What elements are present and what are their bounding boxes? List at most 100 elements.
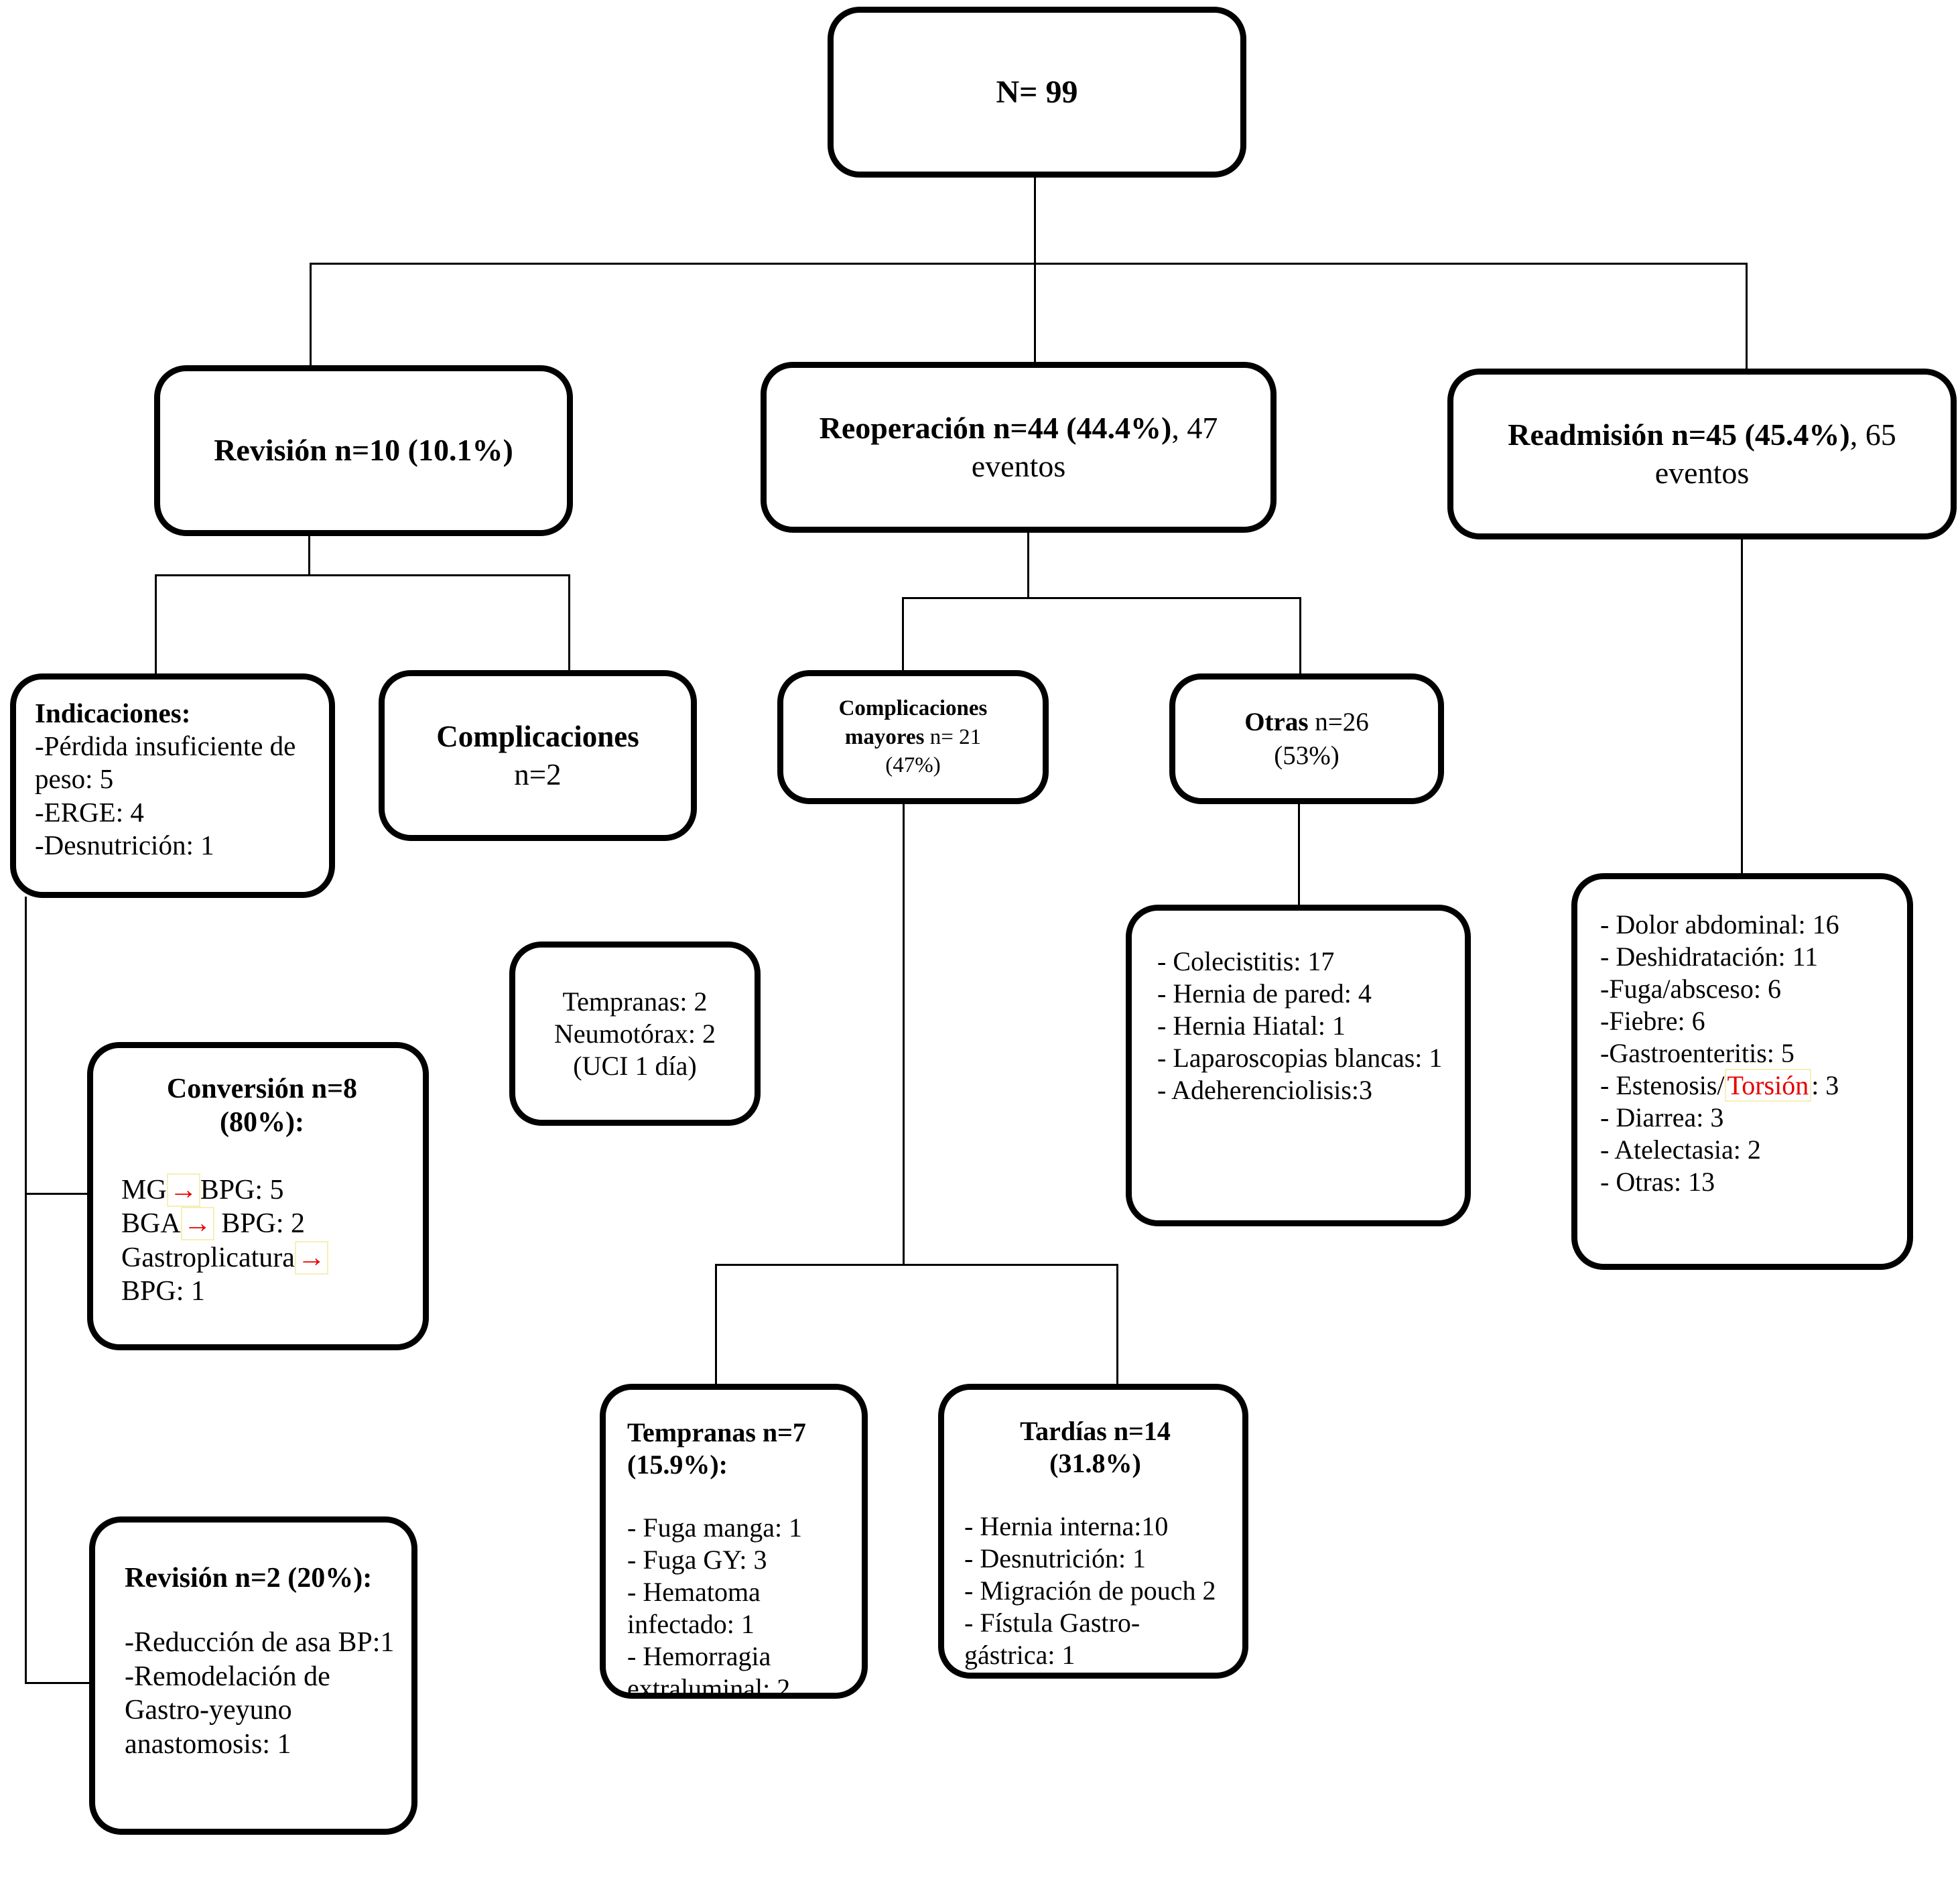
indicaciones-item: -Pérdida insuficiente de peso: 5 — [35, 730, 296, 795]
connector-to-revision — [310, 263, 312, 367]
otras-detalle-item: - Colecistitis: 17 — [1157, 946, 1335, 976]
revision-label: Revisión n=10 (10.1%) — [214, 433, 513, 468]
node-otras-detalle: - Colecistitis: 17 - Hernia de pared: 4 … — [1126, 905, 1471, 1226]
readmision-detalle-item: - Dolor abdominal: 16 — [1600, 909, 1839, 940]
node-tempranas7: Tempranas n=7 (15.9%): - Fuga manga: 1 -… — [600, 1384, 868, 1703]
connector-to-comp-mayores — [902, 597, 904, 672]
conversion-to: BPG: 2 — [214, 1208, 306, 1240]
indicaciones-item: -ERGE: 4 — [35, 796, 144, 828]
revision2-title: Revisión n=2 (20%): — [125, 1563, 373, 1594]
readmision-line1: Readmisión n=45 (45.4%), 65 — [1508, 416, 1896, 454]
tempranas7-title: Tempranas n=7 (15.9%): — [627, 1417, 806, 1480]
reoperacion-line2: eventos — [971, 448, 1066, 483]
node-indicaciones: Indicaciones: -Pérdida insuficiente de p… — [10, 673, 335, 898]
tardias-title-line1: Tardías n=14 — [1020, 1416, 1171, 1446]
connector-to-complicaciones — [568, 574, 570, 672]
spacer — [121, 1140, 403, 1173]
total-label: N= 99 — [996, 74, 1078, 110]
arrow-icon: → — [180, 1207, 214, 1241]
connector-top-horizontal — [310, 263, 1748, 265]
reoperacion-label-rest: , 47 — [1171, 411, 1218, 446]
spacer — [125, 1595, 399, 1626]
tempranas-uci-line: Tempranas: 2 — [562, 986, 708, 1017]
connector-to-revision2 — [25, 1682, 90, 1684]
revision2-item: -Reducción de asa BP:1 — [125, 1627, 395, 1659]
tempranas7-item: - Fuga GY: 3 — [627, 1545, 767, 1575]
tardias-item: - Migración de pouch 2 — [964, 1575, 1216, 1606]
readmision-label-rest: , 65 — [1849, 417, 1896, 452]
node-reoperacion: Reoperación n=44 (44.4%), 47 eventos — [761, 362, 1277, 533]
estenosis-count: : 3 — [1811, 1070, 1839, 1100]
otras-detalle-item: - Hernia Hiatal: 1 — [1157, 1011, 1346, 1041]
conversion-title-line1: Conversión n=8 — [166, 1074, 358, 1104]
otras-pct: (53%) — [1274, 740, 1340, 770]
connector-readmision-down — [1741, 538, 1743, 875]
connector-left-bracket-vertical — [25, 897, 27, 1684]
node-complicaciones: Complicaciones n=2 — [379, 670, 697, 841]
readmision-label-bold: Readmisión n=45 (45.4%) — [1508, 417, 1850, 452]
tempranas-uci-line: Neumotórax: 2 — [553, 1018, 716, 1049]
node-readmision-detalle: - Dolor abdominal: 16 - Deshidratación: … — [1571, 873, 1913, 1270]
complicaciones-label: Complicaciones — [436, 720, 639, 754]
comp-mayores-label-rest: n= 21 — [924, 724, 982, 749]
connector-to-indicaciones — [155, 574, 157, 675]
reoperacion-label-bold: Reoperación n=44 (44.4%) — [819, 411, 1172, 446]
connector-compmayores-down — [903, 803, 905, 1266]
readmision-detalle-item: - Diarrea: 3 — [1600, 1102, 1724, 1132]
node-readmision: Readmisión n=45 (45.4%), 65 eventos — [1447, 369, 1957, 539]
tardias-title: Tardías n=14 (31.8%) — [964, 1415, 1226, 1480]
conversion-title: Conversión n=8 (80%): — [121, 1072, 403, 1140]
node-revision: Revisión n=10 (10.1%) — [154, 365, 573, 536]
revision2-item: -Remodelación de Gastro-yeyuno anastomos… — [125, 1661, 330, 1760]
indicaciones-heading: Indicaciones: — [35, 698, 191, 728]
node-total: N= 99 — [828, 7, 1246, 178]
reoperacion-line1: Reoperación n=44 (44.4%), 47 — [820, 409, 1218, 447]
tempranas7-item: - Hematoma infectado: 1 — [627, 1577, 761, 1639]
otras-label-rest: n=26 — [1308, 707, 1369, 736]
conversion-row: Gastroplicatura→ — [121, 1240, 403, 1275]
arrow-icon: → — [294, 1240, 328, 1275]
tempranas-uci-line: (UCI 1 día) — [573, 1050, 697, 1081]
connector-to-tardias — [1116, 1264, 1118, 1387]
node-tempranas-uci: Tempranas: 2 Neumotórax: 2 (UCI 1 día) — [509, 942, 761, 1126]
readmision-detalle-item: - Atelectasia: 2 — [1600, 1135, 1761, 1165]
conversion-row: BPG: 1 — [121, 1275, 205, 1307]
connector-otras-down — [1298, 803, 1300, 907]
spacer — [964, 1480, 1226, 1510]
connector-root-down — [1034, 176, 1036, 364]
tardias-item: - Fístula Gastro-gástrica: 1 — [964, 1608, 1140, 1670]
arrow-icon: → — [166, 1173, 200, 1207]
otras-detalle-item: - Laparoscopias blancas: 1 — [1157, 1043, 1443, 1073]
complicaciones-count: n=2 — [514, 757, 562, 791]
connector-to-conversion — [25, 1193, 88, 1195]
readmision-detalle-item: -Fiebre: 6 — [1600, 1006, 1705, 1036]
connector-to-otras — [1299, 597, 1301, 675]
node-conversion: Conversión n=8 (80%): MG→BPG: 5 BGA→ BPG… — [87, 1042, 429, 1350]
readmision-detalle-item: - Estenosis/Torsión: 3 — [1600, 1069, 1894, 1102]
conversion-row: MG→BPG: 5 — [121, 1173, 403, 1207]
conversion-row: BGA→ BPG: 2 — [121, 1207, 403, 1241]
spacer — [627, 1481, 848, 1512]
readmision-line2: eventos — [1654, 455, 1750, 490]
comp-mayores-line1: Complicaciones mayores n= 21 — [803, 694, 1024, 752]
tempranas7-item: - Hemorragia extraluminal: 2 — [627, 1641, 791, 1703]
connector-reoperacion-down — [1027, 531, 1029, 598]
connector-revision-down — [308, 535, 310, 576]
torsion-highlight: Torsión — [1724, 1069, 1812, 1102]
readmision-detalle-item: - Otras: 13 — [1600, 1167, 1715, 1197]
connector-to-readmision — [1746, 263, 1748, 371]
readmision-detalle-item: - Deshidratación: 11 — [1600, 942, 1819, 972]
estenosis-label: - Estenosis/ — [1600, 1070, 1725, 1100]
conversion-from: MG — [121, 1174, 167, 1206]
comp-mayores-label-bold: Complicaciones mayores — [838, 696, 988, 749]
tardias-title-line2: (31.8%) — [1049, 1448, 1141, 1478]
tardias-item: - Hernia interna:10 — [964, 1511, 1169, 1541]
otras-detalle-item: - Adeherenciolisis:3 — [1157, 1075, 1373, 1105]
conversion-title-line2: (80%): — [220, 1107, 304, 1139]
connector-tempranas-tardias-horizontal — [715, 1264, 1118, 1266]
conversion-to: BPG: 5 — [200, 1174, 284, 1206]
connector-reoperacion-horizontal — [902, 597, 1301, 599]
conversion-from: BGA — [121, 1208, 181, 1240]
readmision-detalle-item: -Gastroenteritis: 5 — [1600, 1038, 1794, 1068]
